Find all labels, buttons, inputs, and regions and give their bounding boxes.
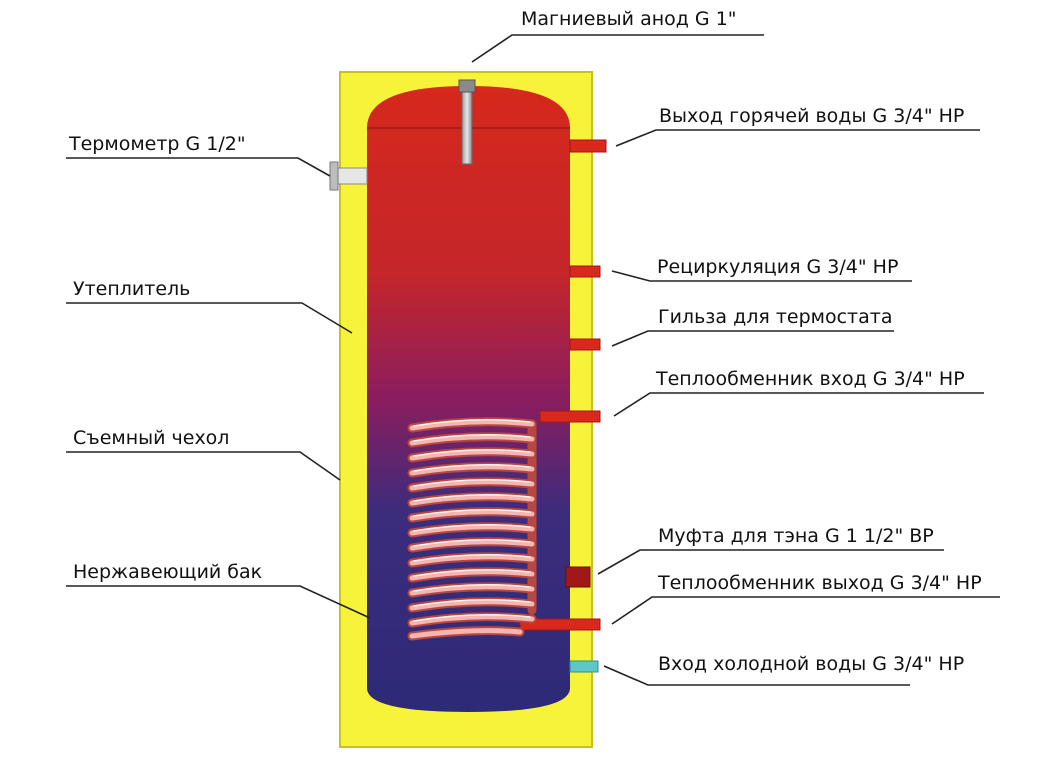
leader-cold-water-inlet: [603, 665, 910, 686]
leader-exchanger-inlet: [613, 392, 984, 417]
label-removable-cover: Съемный чехол: [73, 427, 230, 449]
leader-hot-water-outlet: [615, 129, 980, 147]
exchanger-inlet-pipe: [539, 410, 601, 423]
magnesium-anode-cap: [458, 79, 476, 93]
label-recirculation: Рециркуляция G 3/4" НР: [657, 256, 899, 278]
exchanger-outlet-pipe: [519, 618, 601, 631]
leader-insulation: [66, 302, 353, 334]
leader-removable-cover: [66, 451, 341, 481]
label-insulation: Утеплитель: [73, 278, 191, 300]
leader-thermometer: [66, 157, 331, 177]
label-thermometer: Термометр G 1/2": [69, 133, 246, 155]
heat-exchanger-coil: [407, 417, 537, 641]
label-cold-water-inlet: Вход холодной воды G 3/4" НР: [658, 653, 965, 675]
leader-lines: [66, 34, 1000, 686]
leader-stainless-tank: [66, 585, 371, 619]
leader-magnesium-anode: [471, 34, 764, 63]
leader-exchanger-outlet: [611, 596, 1000, 625]
label-exchanger-outlet: Теплообменник выход G 3/4" НР: [658, 572, 982, 594]
thermometer-head: [329, 161, 339, 191]
label-thermostat-sleeve: Гильза для термостата: [658, 306, 893, 328]
hot-water-pipe: [569, 139, 607, 153]
leader-thermostat-sleeve: [611, 330, 894, 347]
label-exchanger-inlet: Теплообменник вход G 3/4" НР: [656, 368, 965, 390]
label-stainless-tank: Нержавеющий бак: [73, 561, 263, 583]
cold-water-pipe: [569, 660, 599, 673]
magnesium-anode-rod: [461, 91, 473, 165]
recirculation-pipe: [569, 265, 601, 278]
thermostat-sleeve-pipe: [569, 338, 601, 351]
thermometer-port: [333, 167, 368, 185]
leader-heater-coupling: [597, 549, 944, 575]
label-magnesium-anode: Магниевый анод G 1": [521, 8, 737, 30]
heater-coupling-block: [565, 566, 591, 588]
label-heater-coupling: Муфта для тэна G 1 1/2" ВР: [658, 525, 934, 547]
leader-recirculation: [611, 270, 912, 282]
label-hot-water-outlet: Выход горячей воды G 3/4" НР: [659, 105, 965, 127]
